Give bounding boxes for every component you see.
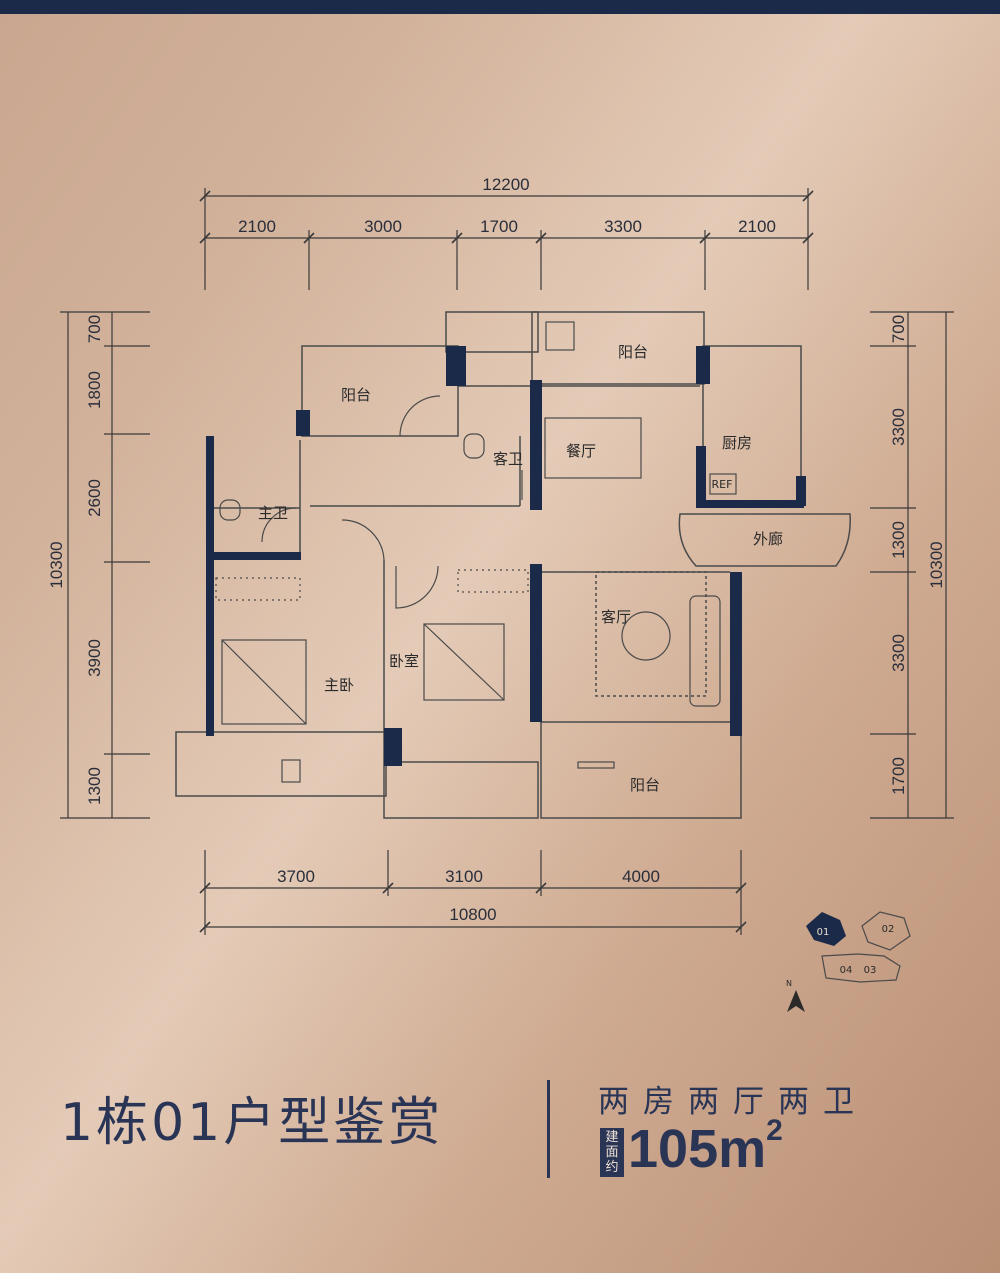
dim-right-3: 1300 [889, 521, 908, 559]
dim-right-5: 1700 [889, 757, 908, 795]
room-bedroom: 卧室 [389, 652, 419, 670]
north-label: N [786, 979, 792, 988]
dim-left-total: 10300 [47, 541, 66, 588]
page-title: 1栋01户型鉴赏 [60, 1093, 444, 1153]
keyplan-unit-01: 01 [817, 927, 830, 938]
furniture [215, 321, 737, 783]
dim-top-4: 3300 [604, 217, 642, 236]
dim-bottom-2: 3100 [445, 867, 483, 886]
dim-left-4: 3900 [85, 639, 104, 677]
dim-right-total: 10300 [927, 541, 946, 588]
dim-left-1: 700 [85, 315, 104, 343]
title-divider [547, 1080, 550, 1178]
area-number: 105m [628, 1119, 767, 1179]
keyplan-unit-02: 02 [882, 924, 895, 935]
dim-left-5: 1300 [85, 767, 104, 805]
key-plan: 01 02 04 03 [806, 911, 911, 983]
dim-bottom-total: 10800 [449, 905, 496, 924]
room-living: 客厅 [601, 608, 631, 626]
dimension-ticks [199, 190, 814, 933]
north-arrow: N [786, 979, 805, 1012]
room-corridor: 外廊 [753, 530, 783, 548]
dim-top-1: 2100 [238, 217, 276, 236]
dim-top-3: 1700 [480, 217, 518, 236]
north-arrow-icon [787, 990, 805, 1012]
dim-bottom-1: 3700 [277, 867, 315, 886]
room-balcony-bottom: 阳台 [630, 776, 660, 794]
room-master-bath: 主卫 [258, 504, 288, 522]
area-value: 105m2 [628, 1114, 783, 1180]
dim-right-4: 3300 [889, 634, 908, 672]
dim-top-2: 3000 [364, 217, 402, 236]
dim-right-2: 3300 [889, 408, 908, 446]
room-guest-bath: 客卫 [493, 450, 523, 468]
room-balcony-top-left: 阳台 [341, 386, 371, 404]
room-dining: 餐厅 [566, 442, 596, 460]
dim-left-3: 2600 [85, 479, 104, 517]
thin-walls [175, 311, 802, 819]
top-bar [0, 0, 1000, 14]
area-tag: 建面约 [600, 1128, 624, 1177]
room-balcony-top-right: 阳台 [618, 343, 648, 361]
load-walls [206, 346, 806, 766]
dim-right-1: 700 [889, 315, 908, 343]
corridor-balcony [678, 513, 851, 567]
fridge-label: REF [712, 478, 733, 491]
room-kitchen: 厨房 [722, 434, 752, 452]
keyplan-unit-04: 04 [840, 965, 853, 976]
dim-bottom-3: 4000 [622, 867, 660, 886]
layout-subtitle: 两房两厅两卫 [598, 1084, 868, 1120]
dim-top-5: 2100 [738, 217, 776, 236]
dim-top-total: 12200 [482, 175, 529, 194]
room-master-bedroom: 主卧 [324, 676, 354, 694]
dim-left-2: 1800 [85, 371, 104, 409]
keyplan-unit-03: 03 [864, 965, 877, 976]
area-unit-sup: 2 [766, 1114, 783, 1147]
dimension-lines [60, 188, 954, 935]
doors [261, 395, 523, 609]
